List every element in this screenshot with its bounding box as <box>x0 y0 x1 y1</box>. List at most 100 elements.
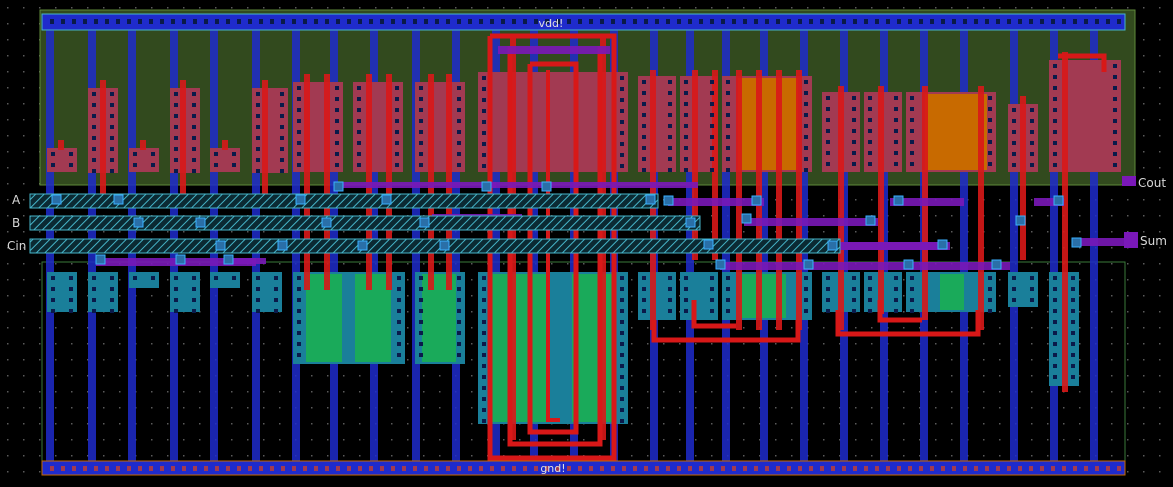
pin-label-sum[interactable]: Sum <box>1140 234 1167 248</box>
metal2-route[interactable] <box>744 218 878 226</box>
diffusion-contact <box>280 103 284 107</box>
gnd-rail-metal[interactable] <box>41 460 1126 476</box>
output-pin-cout[interactable] <box>1122 176 1136 186</box>
diffusion-contact <box>457 141 461 145</box>
rail-contact <box>1106 466 1110 471</box>
poly-gate[interactable] <box>140 140 146 150</box>
poly-loop[interactable] <box>835 310 981 337</box>
input-pin-cin-bar[interactable] <box>29 238 841 254</box>
rail-contact <box>765 19 769 24</box>
pmos-diffusion[interactable] <box>353 82 403 172</box>
metal2-route[interactable] <box>1034 198 1064 206</box>
poly-gate[interactable] <box>180 80 186 208</box>
poly-gate[interactable] <box>100 80 106 208</box>
diffusion-contact <box>457 86 461 90</box>
via <box>113 194 124 205</box>
rail-contact <box>853 19 857 24</box>
diffusion-contact <box>395 119 399 123</box>
poly-loop[interactable] <box>651 320 801 343</box>
poly-loop[interactable] <box>527 61 579 435</box>
pmos-diffusion[interactable] <box>210 148 240 172</box>
poly-gate[interactable] <box>222 140 228 150</box>
metal2-route[interactable] <box>226 258 266 264</box>
metal2-route[interactable] <box>1076 238 1138 246</box>
ground-rail-gnd[interactable] <box>41 460 1126 476</box>
power-rail-vdd[interactable] <box>41 13 1126 31</box>
metal2-route[interactable] <box>720 262 1010 270</box>
input-pin-a-bar[interactable] <box>29 193 659 209</box>
diffusion-contact <box>482 87 486 91</box>
metal2-route[interactable] <box>498 46 610 54</box>
diffusion-contact <box>620 408 624 412</box>
rail-contact <box>1007 19 1011 24</box>
diffusion-contact <box>988 129 992 133</box>
rail-contact <box>171 466 175 471</box>
metal1-strap[interactable] <box>1090 30 1098 470</box>
poly-loop[interactable] <box>877 300 922 323</box>
poly-gate[interactable] <box>776 70 782 330</box>
poly-gate[interactable] <box>324 74 330 290</box>
poly-gate[interactable] <box>838 86 844 330</box>
rail-contact <box>688 466 692 471</box>
poly-loop[interactable] <box>691 300 736 329</box>
poly-gate[interactable] <box>692 70 698 260</box>
poly-gate[interactable] <box>1062 52 1068 392</box>
poly-loop[interactable] <box>487 33 617 461</box>
diffusion-contact <box>232 276 236 280</box>
diffusion-contact <box>1030 108 1034 112</box>
rail-contact <box>457 466 461 471</box>
metal1-strap[interactable] <box>1010 30 1018 470</box>
vdd-rail-metal[interactable] <box>41 13 1126 31</box>
diffusion-contact <box>1053 64 1057 68</box>
rail-contact <box>391 466 395 471</box>
poly-loop[interactable] <box>1058 53 1107 72</box>
rail-contact <box>842 466 846 471</box>
diffusion-contact <box>397 276 401 280</box>
diffusion-contact <box>1030 276 1034 280</box>
rail-contact <box>435 466 439 471</box>
pin-label-cout[interactable]: Cout <box>1138 176 1167 190</box>
pmos-diffusion[interactable] <box>293 82 343 172</box>
diffusion-contact <box>457 130 461 134</box>
diffusion-contact <box>69 276 73 280</box>
rail-contact <box>1073 19 1077 24</box>
poly-gate[interactable] <box>510 36 516 440</box>
rail-contact <box>127 19 131 24</box>
poly-gate[interactable] <box>262 80 268 208</box>
diffusion-contact <box>620 276 624 280</box>
pmos-diffusion[interactable] <box>415 82 465 172</box>
pmos-diffusion[interactable] <box>47 148 77 172</box>
poly-gate[interactable] <box>878 86 884 314</box>
input-pin-b-bar[interactable] <box>29 215 701 231</box>
diffusion-contact <box>1030 298 1034 302</box>
diffusion-contact <box>192 309 196 313</box>
poly-gate[interactable] <box>304 74 310 290</box>
pin-label-cin[interactable]: Cin <box>7 239 27 253</box>
poly-gate[interactable] <box>712 70 718 260</box>
metal2-route[interactable] <box>338 182 698 188</box>
rail-contact <box>402 19 406 24</box>
diffusion-contact <box>894 162 898 166</box>
rail-contact <box>160 466 164 471</box>
diffusion-contact <box>482 397 486 401</box>
diffusion-contact <box>482 109 486 113</box>
poly-gate[interactable] <box>978 86 984 330</box>
rail-contact <box>996 19 1000 24</box>
pin-label-b[interactable]: B <box>12 216 21 230</box>
metal1-strap[interactable] <box>1050 30 1058 470</box>
pin-label-a[interactable]: A <box>12 193 21 207</box>
poly-gate[interactable] <box>600 36 606 440</box>
metal2-route[interactable] <box>668 198 764 206</box>
poly-gate[interactable] <box>58 140 64 150</box>
metal2-route[interactable] <box>890 198 964 206</box>
metal2-route[interactable] <box>840 242 950 250</box>
diffusion-contact <box>1071 320 1075 324</box>
poly-gate[interactable] <box>796 70 802 330</box>
poly-gate[interactable] <box>1020 96 1026 260</box>
metal1-strap[interactable] <box>960 30 968 470</box>
pmos-diffusion[interactable] <box>1049 60 1121 172</box>
pmos-diffusion[interactable] <box>129 148 159 172</box>
rail-contact <box>919 19 923 24</box>
output-pin-sum[interactable] <box>1124 232 1138 248</box>
